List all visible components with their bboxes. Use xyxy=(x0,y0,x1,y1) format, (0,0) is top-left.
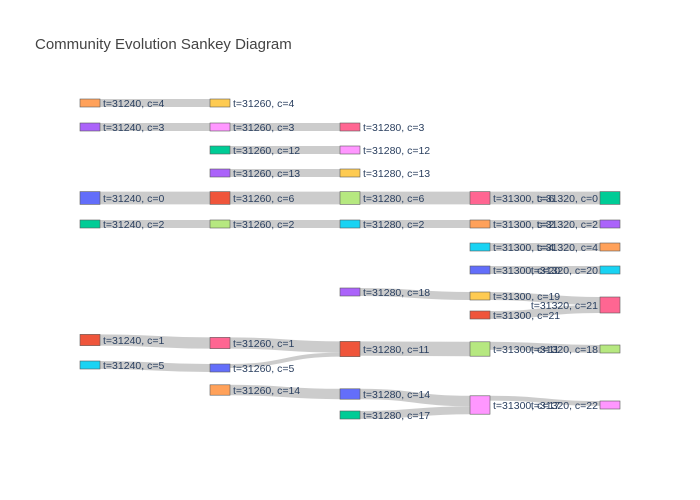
flow-link-t31280_c14-to-t31300_c17[interactable] xyxy=(359,388,471,407)
node-t31320_c20[interactable] xyxy=(599,265,621,275)
flow-link-t31280_c17-to-t31300_c17[interactable] xyxy=(359,406,471,419)
node-label-t31240_c1: t=31240, c=1 xyxy=(103,335,164,347)
node-t31280_c17[interactable] xyxy=(339,410,361,420)
node-label-t31300_c2: t=31300, c=2 xyxy=(493,219,554,231)
node-label-t31280_c18: t=31280, c=18 xyxy=(363,287,430,299)
node-t31240_c1[interactable] xyxy=(79,334,101,346)
node-label-t31260_c3: t=31260, c=3 xyxy=(233,122,294,134)
flow-link-t31300_c17-to-t31320_c22[interactable] xyxy=(489,395,601,406)
flow-link-t31300_c19-to-t31320_c21[interactable] xyxy=(489,292,601,305)
node-label-t31300_c21: t=31300, c=21 xyxy=(493,310,560,322)
flow-link-t31260_c5-to-t31280_c11[interactable] xyxy=(229,352,341,368)
node-t31280_c12[interactable] xyxy=(339,145,361,155)
node-label-t31300_c4: t=31300, c=4 xyxy=(493,242,554,254)
node-t31240_c5[interactable] xyxy=(79,360,101,370)
node-label-t31300_c6: t=31300, c=6 xyxy=(493,193,554,205)
node-t31260_c5[interactable] xyxy=(209,363,231,373)
node-t31260_c1[interactable] xyxy=(209,337,231,349)
node-label-t31300_c19: t=31300, c=19 xyxy=(493,291,560,303)
node-t31280_c6[interactable] xyxy=(339,191,361,205)
node-t31320_c22[interactable] xyxy=(599,400,621,410)
node-t31260_c12[interactable] xyxy=(209,145,231,155)
node-t31300_c11[interactable] xyxy=(469,341,491,357)
node-label-t31260_c5: t=31260, c=5 xyxy=(233,363,294,375)
node-label-t31240_c5: t=31240, c=5 xyxy=(103,360,164,372)
node-t31320_c0[interactable] xyxy=(599,191,621,205)
nodes-layer xyxy=(79,98,621,420)
node-t31320_c21[interactable] xyxy=(599,296,621,314)
node-label-t31320_c20: t=31320, c=20 xyxy=(531,265,598,277)
flow-link-t31280_c18-to-t31300_c19[interactable] xyxy=(359,288,471,300)
node-label-t31280_c11: t=31280, c=11 xyxy=(363,344,430,356)
node-label-t31300_c20: t=31300, c=20 xyxy=(493,265,560,277)
node-t31260_c4[interactable] xyxy=(209,98,231,108)
node-label-t31280_c6: t=31280, c=6 xyxy=(363,193,424,205)
node-label-t31240_c2: t=31240, c=2 xyxy=(103,219,164,231)
node-label-t31300_c17: t=31300, c=17 xyxy=(493,400,560,412)
node-t31280_c2[interactable] xyxy=(339,219,361,229)
node-t31260_c3[interactable] xyxy=(209,122,231,132)
node-t31320_c18[interactable] xyxy=(599,344,621,354)
flow-link-t31240_c1-to-t31260_c1[interactable] xyxy=(99,334,211,349)
node-t31300_c21[interactable] xyxy=(469,310,491,320)
flow-link-t31260_c14-to-t31280_c14[interactable] xyxy=(229,384,341,400)
node-t31260_c2[interactable] xyxy=(209,219,231,229)
node-t31320_c2[interactable] xyxy=(599,219,621,229)
node-t31240_c2[interactable] xyxy=(79,219,101,229)
node-t31320_c4[interactable] xyxy=(599,242,621,252)
node-t31240_c0[interactable] xyxy=(79,191,101,205)
node-t31280_c18[interactable] xyxy=(339,287,361,297)
node-label-t31240_c4: t=31240, c=4 xyxy=(103,98,164,110)
node-label-t31240_c0: t=31240, c=0 xyxy=(103,193,164,205)
node-t31280_c13[interactable] xyxy=(339,168,361,178)
node-label-t31260_c4: t=31260, c=4 xyxy=(233,98,294,110)
node-t31260_c14[interactable] xyxy=(209,384,231,396)
diagram-title: Community Evolution Sankey Diagram xyxy=(35,36,292,53)
node-label-t31280_c17: t=31280, c=17 xyxy=(363,410,430,422)
node-label-t31320_c21: t=31320, c=21 xyxy=(531,300,598,312)
node-label-t31260_c12: t=31260, c=12 xyxy=(233,145,300,157)
flow-link-t31260_c1-to-t31280_c11[interactable] xyxy=(229,337,341,353)
node-t31300_c17[interactable] xyxy=(469,395,491,415)
node-label-t31260_c13: t=31260, c=13 xyxy=(233,168,300,180)
node-t31260_c6[interactable] xyxy=(209,191,231,205)
node-t31240_c3[interactable] xyxy=(79,122,101,132)
node-t31300_c20[interactable] xyxy=(469,265,491,275)
flow-link-t31300_c11-to-t31320_c18[interactable] xyxy=(489,341,601,353)
flow-link-t31240_c5-to-t31260_c5[interactable] xyxy=(99,361,211,372)
node-t31240_c4[interactable] xyxy=(79,98,101,108)
node-label-t31320_c22: t=31320, c=22 xyxy=(531,400,598,412)
node-label-t31320_c0: t=31320, c=0 xyxy=(537,193,598,205)
node-label-t31240_c3: t=31240, c=3 xyxy=(103,122,164,134)
node-label-t31300_c11: t=31300, c=11 xyxy=(493,344,560,356)
node-label-t31320_c18: t=31320, c=18 xyxy=(531,344,598,356)
node-label-t31260_c14: t=31260, c=14 xyxy=(233,385,300,397)
node-t31280_c14[interactable] xyxy=(339,388,361,400)
node-label-t31280_c13: t=31280, c=13 xyxy=(363,168,430,180)
node-label-t31320_c2: t=31320, c=2 xyxy=(537,219,598,231)
links-layer xyxy=(99,98,601,419)
labels-layer: t=31240, c=4 t=31260, c=4 t=31240, c=3 t=31… xyxy=(103,98,598,422)
node-label-t31280_c12: t=31280, c=12 xyxy=(363,145,430,157)
node-t31300_c6[interactable] xyxy=(469,191,491,205)
flow-link-t31300_c21-to-t31320_c21[interactable] xyxy=(489,305,601,319)
node-t31300_c4[interactable] xyxy=(469,242,491,252)
node-label-t31260_c2: t=31260, c=2 xyxy=(233,219,294,231)
node-label-t31280_c3: t=31280, c=3 xyxy=(363,122,424,134)
node-t31260_c13[interactable] xyxy=(209,168,231,178)
node-t31300_c2[interactable] xyxy=(469,219,491,229)
node-label-t31260_c6: t=31260, c=6 xyxy=(233,193,294,205)
node-t31280_c3[interactable] xyxy=(339,122,361,132)
node-t31280_c11[interactable] xyxy=(339,341,361,357)
node-label-t31280_c2: t=31280, c=2 xyxy=(363,219,424,231)
node-label-t31280_c14: t=31280, c=14 xyxy=(363,389,430,401)
node-label-t31260_c1: t=31260, c=1 xyxy=(233,338,294,350)
node-t31300_c19[interactable] xyxy=(469,291,491,301)
node-label-t31320_c4: t=31320, c=4 xyxy=(537,242,598,254)
